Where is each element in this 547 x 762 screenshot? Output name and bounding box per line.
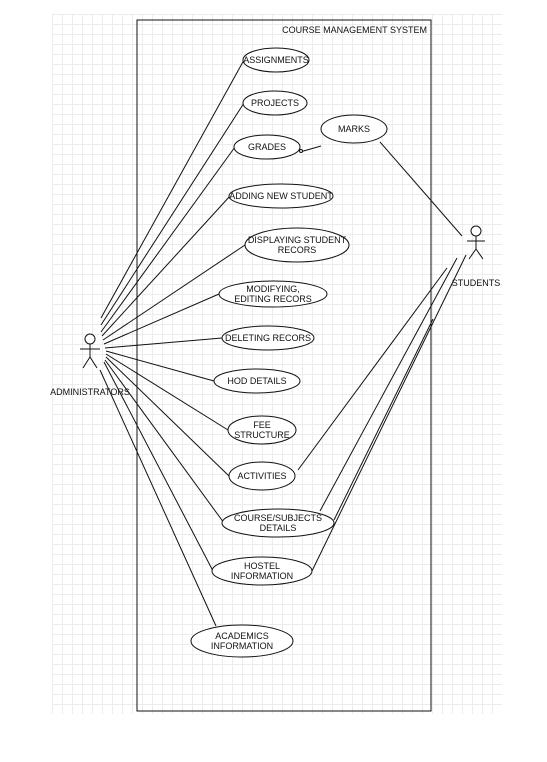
use-case-label: PROJECTS: [251, 98, 299, 108]
use-case-deleting-recors[interactable]: DELETING RECORS: [221, 325, 315, 351]
use-case-adding-new-student[interactable]: ADDING NEW STUDENT: [228, 183, 334, 209]
use-case-label: STRUCTURE: [234, 430, 290, 440]
use-case-label: HOD DETAILS: [227, 376, 286, 386]
use-case-ellipse: [228, 461, 296, 491]
actor-administrators[interactable]: ADMINISTRATORS: [50, 333, 130, 397]
use-case-activities[interactable]: ACTIVITIES: [228, 461, 296, 491]
use-case-projects[interactable]: PROJECTS: [242, 90, 308, 116]
association-admin-deleting-recors: [104, 337, 223, 349]
actor-head: [84, 333, 96, 345]
use-case-label: DELETING RECORS: [225, 333, 311, 343]
use-case-hod-details[interactable]: HOD DETAILS: [213, 368, 301, 394]
association-admin-academics-information: [99, 369, 217, 627]
use-cases: ASSIGNMENTS PROJECTS GRADES MARKS ADDING NEW…: [190, 47, 388, 658]
use-case-label: COURSE/SUBJECTS: [234, 513, 322, 523]
association-admin-modifying-editing-recors: [103, 293, 220, 345]
use-case-modifying-editing-recors[interactable]: MODIFYING,EDITING RECORS: [218, 280, 328, 308]
use-case-ellipse: [190, 624, 294, 658]
association-admin-assignments: [100, 59, 245, 319]
use-case-ellipse: [320, 114, 388, 144]
use-case-label: ASSIGNMENTS: [243, 55, 309, 65]
association-student-marks: [379, 141, 463, 237]
use-case-label: HOSTEL: [244, 561, 280, 571]
association-student-course-subjects-details: [319, 257, 458, 512]
association-admin-course-subjects-details: [104, 359, 225, 524]
use-case-ellipse: [244, 227, 350, 263]
use-case-label: DETAILS: [260, 523, 297, 533]
use-case-label: ACTIVITIES: [237, 471, 286, 481]
use-case-ellipse: [233, 134, 301, 160]
system-title: COURSE MANAGEMENT SYSTEM: [282, 25, 427, 35]
use-case-label: FEE: [253, 420, 271, 430]
relation-grades-marks: [299, 145, 322, 153]
actor-left-leg: [468, 248, 477, 260]
actor-administrators-label: ADMINISTRATORS: [50, 387, 130, 397]
use-case-label: INFORMATION: [211, 641, 273, 651]
use-case-label: RECORS: [278, 245, 317, 255]
use-case-ellipse: [228, 183, 334, 209]
use-case-ellipse: [218, 280, 328, 308]
association-admin-displaying-student-recors: [102, 244, 246, 341]
use-case-label: ADDING NEW STUDENT: [229, 191, 333, 201]
use-case-ellipse: [213, 368, 301, 394]
actor-students[interactable]: STUDENTS: [452, 225, 501, 288]
use-case-label: INFORMATION: [231, 571, 293, 581]
actor-right-leg: [475, 248, 484, 260]
use-case-ellipse: [242, 90, 308, 116]
actor-left-leg: [82, 356, 91, 369]
use-case-ellipse: [221, 325, 315, 351]
association-admin-hod-details: [105, 350, 215, 382]
use-case-label: EDITING RECORS: [234, 294, 312, 304]
use-case-ellipse: [211, 556, 313, 586]
association-student-hostel-information: [311, 254, 467, 572]
use-case-label: GRADES: [248, 142, 286, 152]
use-case-ellipse: [242, 47, 310, 73]
actor-head: [470, 225, 482, 237]
use-case-marks[interactable]: MARKS: [320, 114, 388, 144]
association-admin-grades: [100, 146, 236, 333]
associations: [99, 59, 467, 627]
association-student-course-subjects-details: [333, 318, 434, 521]
association-admin-fee-structure: [105, 353, 229, 431]
relation-endpoint: [299, 149, 303, 153]
use-case-label: DISPLAYING STUDENT: [248, 235, 347, 245]
association-admin-hostel-information: [103, 361, 214, 572]
use-case-grades[interactable]: GRADES: [233, 134, 301, 160]
association-admin-activities: [105, 356, 230, 477]
association-admin-adding-new-student: [101, 195, 231, 337]
use-case-label: MODIFYING,: [246, 284, 300, 294]
association-admin-projects: [100, 102, 245, 326]
system-boundary: [136, 19, 432, 712]
use-case-ellipse: [227, 415, 297, 445]
use-case-label: MARKS: [338, 124, 370, 134]
grid-background: [52, 14, 502, 714]
use-case-ellipse: [221, 508, 335, 538]
association-student-activities: [297, 267, 448, 471]
actor-students-label: STUDENTS: [452, 278, 501, 288]
actor-right-leg: [89, 356, 98, 369]
use-case-label: ACADEMICS: [215, 631, 269, 641]
use-case-assignments[interactable]: ASSIGNMENTS: [242, 47, 310, 73]
